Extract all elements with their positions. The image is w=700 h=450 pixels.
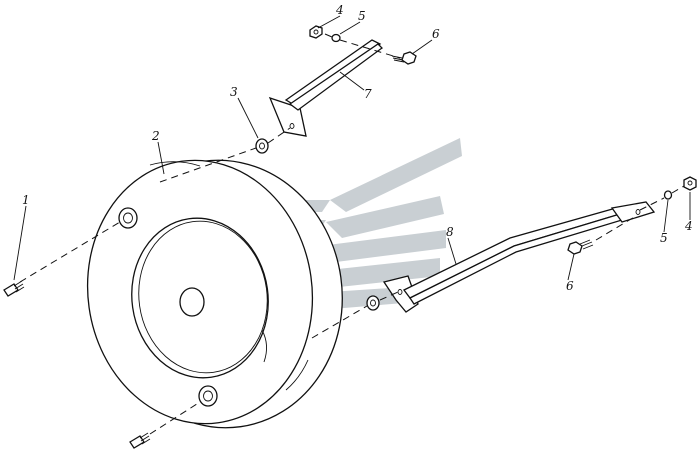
- part-8-lower-bracket: [382, 201, 656, 313]
- part-1-screw-lower: [129, 432, 151, 449]
- lower-spacer: [366, 295, 380, 311]
- callout-5-top: 5: [358, 9, 366, 23]
- callout-4-right: 4: [684, 219, 693, 233]
- part-6-bolt-right: [567, 239, 594, 255]
- callout-7: 7: [364, 87, 372, 101]
- callout-labels: 1 2 3 4 5 6 7 8 4 5 6: [22, 3, 693, 293]
- leader-lines: [13, 15, 691, 281]
- part-5-washer-right: [663, 190, 673, 200]
- callout-4-top: 4: [335, 3, 344, 17]
- part-6-bolt-top: [391, 51, 417, 65]
- callout-3: 3: [230, 85, 238, 99]
- part-2-disc-cover: [86, 159, 343, 429]
- part-4-nut-top: [309, 25, 323, 39]
- part-4-nut-right: [683, 176, 697, 191]
- callout-5-right: 5: [660, 231, 668, 245]
- callout-1: 1: [22, 193, 30, 207]
- part-3-spacer: [255, 138, 269, 154]
- callout-6-right: 6: [566, 279, 574, 293]
- part-1-screw-upper: [3, 280, 25, 297]
- callout-6-top: 6: [432, 27, 440, 41]
- assembly-axes: [19, 33, 685, 435]
- part-7-upper-bracket: [268, 39, 383, 137]
- callout-2: 2: [151, 129, 160, 143]
- part-5-washer-top: [331, 33, 341, 43]
- callout-8: 8: [446, 225, 454, 239]
